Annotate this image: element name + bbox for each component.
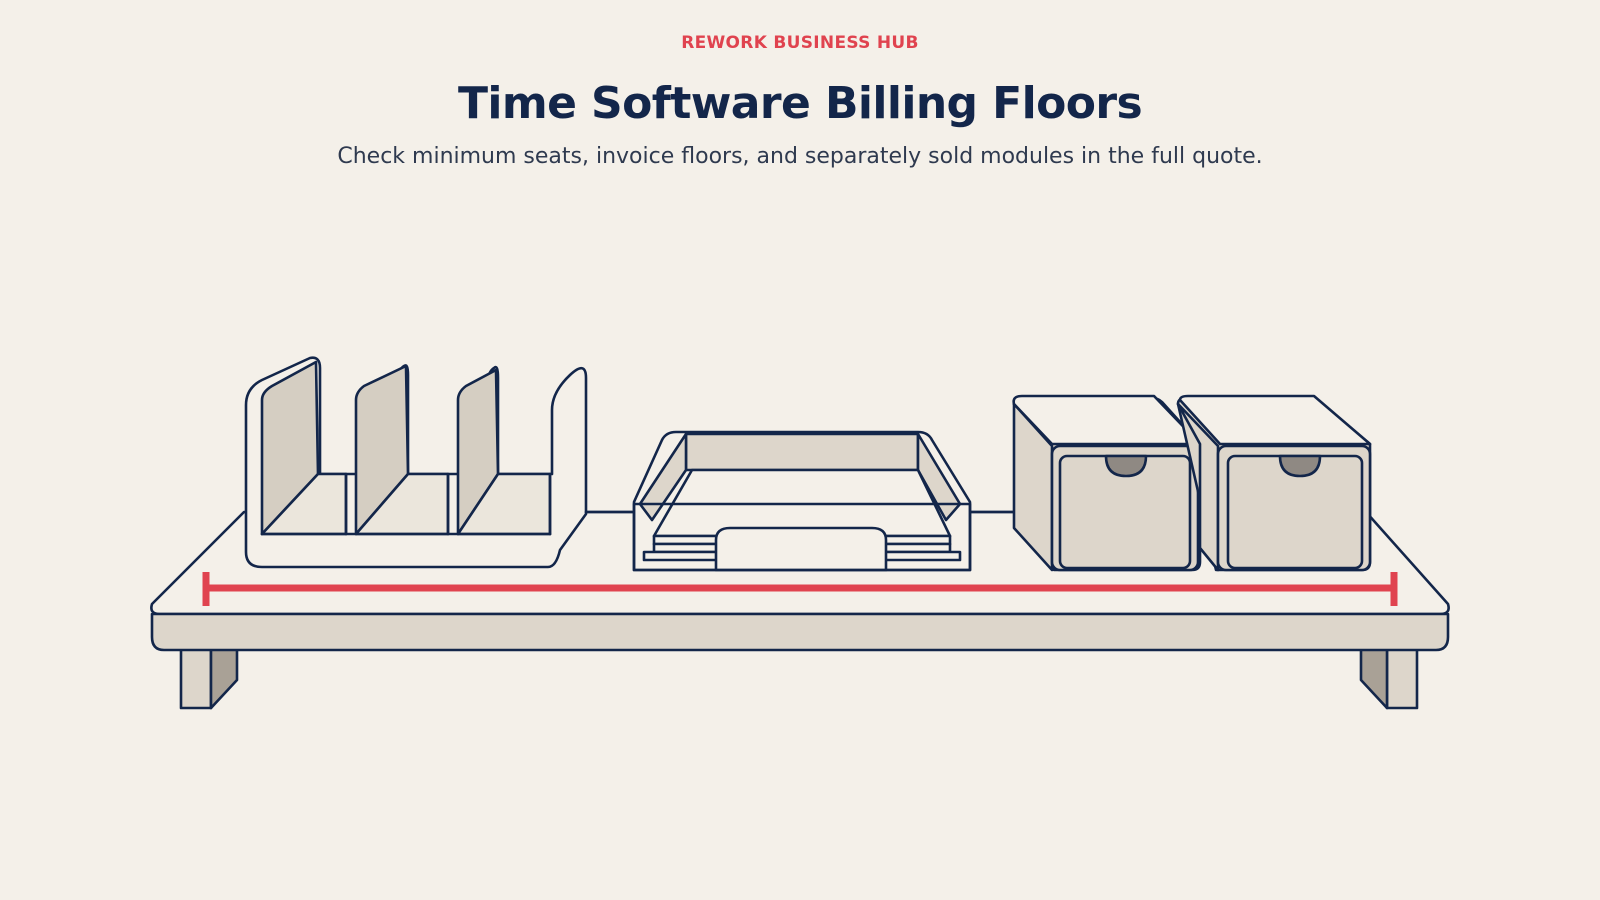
- page-title: Time Software Billing Floors: [457, 78, 1143, 129]
- desk-leg-left-icon: [179, 646, 239, 710]
- drawer-unit-icon: [1012, 394, 1202, 572]
- page-subtitle: Check minimum seats, invoice floors, and…: [337, 144, 1263, 169]
- drawer-unit-icon: [1176, 394, 1372, 572]
- measurement-bar-icon: [202, 572, 1398, 606]
- file-sorter-icon: [244, 356, 588, 569]
- letter-tray-icon: [632, 430, 972, 572]
- desk-leg-right-icon: [1359, 646, 1419, 710]
- eyebrow-label: REWORK BUSINESS HUB: [681, 33, 919, 53]
